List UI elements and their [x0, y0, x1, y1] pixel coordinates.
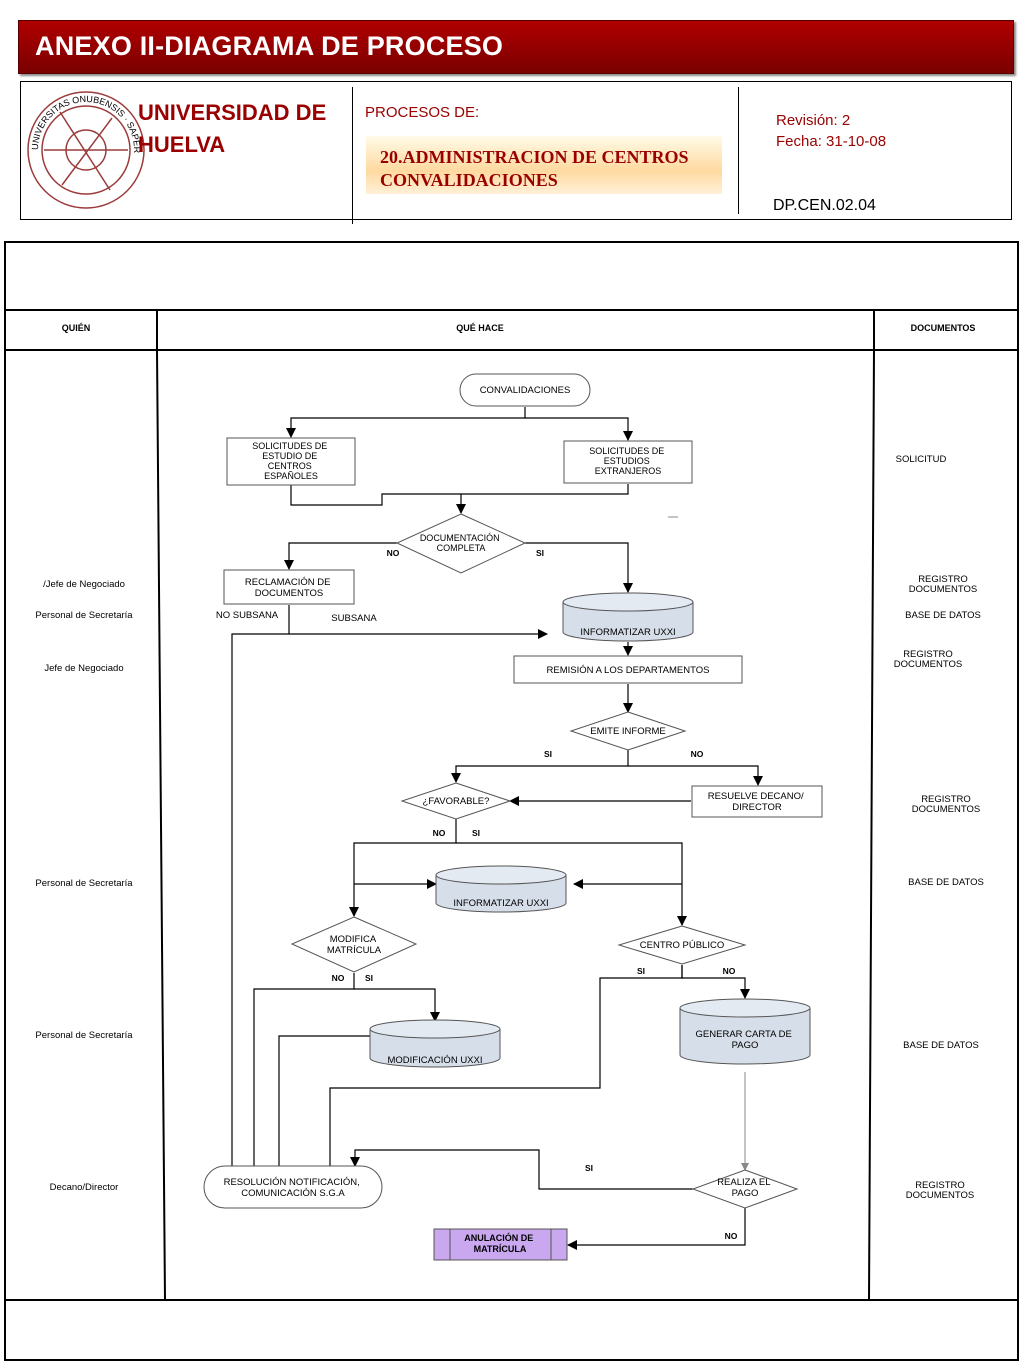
header-divider-1 — [352, 87, 353, 224]
document-entry: REGISTRO — [921, 794, 971, 805]
document-entry: BASE DE DATOS — [908, 877, 984, 888]
document-entry: DOCUMENTOS — [912, 804, 980, 815]
document-entry: BASE DE DATOS — [903, 1040, 979, 1051]
resolution-notification-node: RESOLUCIÓN NOTIFICACIÓN, COMUNICACIÓN S.… — [203, 1165, 383, 1209]
process-title: 20.ADMINISTRACION DE CENTROS CONVALIDACI… — [380, 146, 720, 192]
label-si: SI — [637, 966, 645, 976]
modify-enrollment-decision: MODIFICA MATRÍCULA — [290, 916, 418, 973]
claim-documents-node: RECLAMACIÓN DE DOCUMENTOS — [223, 569, 355, 605]
document-entry: REGISTRO — [918, 574, 968, 585]
database-generar-carta: GENERAR CARTA DE PAGO — [679, 998, 811, 1065]
svg-text:SOLICITUDES DE ESTUDIOS: SOLICITUDES DE ESTUDIOS EXTRANJEROS — [589, 446, 667, 476]
dean-resolves-node: RESUELVE DECANO/ DIRECTOR — [691, 785, 823, 818]
favorable-decision: ¿FAVORABLE? — [400, 782, 512, 820]
svg-text:RESOLUCIÓN NOTIFICACIÓN,: RESOLUCIÓN NOTIFICACIÓN, COMUNICACIÓN S.… — [224, 1177, 363, 1199]
label-no: NO — [433, 828, 446, 838]
process-title-box — [366, 136, 722, 194]
svg-text:GENERAR CARTA DE PAGO: GENERAR CARTA DE PAGO — [696, 1029, 795, 1051]
label-si: SI — [536, 548, 544, 558]
public-center-decision: CENTRO PÚBLICO — [617, 925, 747, 965]
page-title: ANEXO II-DIAGRAMA DE PROCESO — [35, 31, 504, 61]
flow-connectors — [227, 407, 763, 1250]
label-no: NO — [332, 973, 345, 983]
column-who: QUIÉN — [62, 323, 91, 333]
label-no-subsana: NO SUBSANA — [216, 610, 279, 621]
svg-text:REMISIÓN A LOS DEPARTAMENTOS: REMISIÓN A LOS DEPARTAMENTOS — [547, 665, 710, 676]
start-node: CONVALIDACIONES — [459, 373, 591, 407]
svg-text:DOCUMENTACIÓN COMPLETA: DOCUMENTACIÓN COMPLETA — [420, 533, 502, 553]
document-entry: DOCUMENTOS — [894, 659, 962, 670]
title-banner: ANEXO II-DIAGRAMA DE PROCESO — [18, 20, 1014, 74]
document-code: DP.CEN.02.04 — [773, 197, 876, 214]
send-to-departments-node: REMISIÓN A LOS DEPARTAMENTOS — [513, 655, 743, 684]
who-entry: Personal de Secretaría — [35, 878, 133, 889]
who-entry: Jefe de Negociado — [44, 663, 123, 674]
svg-text:INFORMATIZAR UXXI: INFORMATIZAR UXXI — [453, 898, 548, 909]
svg-text:MODIFICA MATRÍCULA: MODIFICA MATRÍCULA — [327, 934, 382, 956]
svg-text:RECLAMACIÓN DE DOCUMENTO: RECLAMACIÓN DE DOCUMENTOS — [245, 577, 333, 599]
spanish-applications-node: SOLICITUDES DE ESTUDIO DE CENTROS ESPAÑO… — [226, 437, 356, 486]
svg-text:ANULACIÓN DE MATRÍCULA: ANULACIÓN DE MATRÍCULA — [464, 1232, 536, 1254]
label-no: NO — [387, 548, 400, 558]
database-informatizar-1: INFORMATIZAR UXXI — [562, 592, 694, 642]
date: Fecha: 31-10-08 — [776, 133, 887, 150]
who-entry: Decano/Director — [50, 1182, 119, 1193]
revision-info: Revisión: 2 Fecha: 31-10-08 — [776, 110, 886, 152]
document-entry: DOCUMENTOS — [909, 584, 977, 595]
label-no: NO — [691, 749, 704, 759]
svg-text:CENTRO PÚBLICO: CENTRO PÚBLICO — [640, 940, 724, 951]
university-name: UNIVERSIDAD DE HUELVA — [138, 100, 327, 157]
column-documents: DOCUMENTOS — [911, 323, 976, 333]
document-entry: SOLICITUD — [896, 454, 947, 465]
svg-text:RESUELVE DECANO/ DIRECTO: RESUELVE DECANO/ DIRECTOR — [708, 791, 807, 813]
svg-text:CONVALIDACIONES: CONVALIDACIONES — [480, 385, 571, 396]
revision: Revisión: 2 — [776, 112, 851, 129]
column-what: QUÉ HACE — [456, 323, 504, 333]
database-modificacion: MODIFICACIÓN UXXI — [369, 1019, 501, 1068]
who-entry: Personal de Secretaría — [35, 610, 133, 621]
who-entry: /Jefe de Negociado — [43, 579, 125, 590]
processes-label: PROCESOS DE: — [365, 104, 480, 121]
foreign-applications-node: SOLICITUDES DE ESTUDIOS EXTRANJEROS — [563, 440, 693, 484]
label-subsana: SUBSANA — [331, 613, 377, 624]
database-informatizar-2: INFORMATIZAR UXXI — [435, 865, 567, 913]
who-entry: Personal de Secretaría — [35, 1030, 133, 1041]
svg-text:MODIFICACIÓN UXXI: MODIFICACIÓN UXXI — [387, 1055, 482, 1066]
document-entry: BASE DE DATOS — [905, 610, 981, 621]
who-column: /Jefe de Negociado Personal de Secretarí… — [35, 579, 133, 1193]
process-line-2: CONVALIDACIONES — [380, 170, 558, 190]
document-entry: REGISTRO — [903, 649, 953, 660]
document-entry: DOCUMENTOS — [906, 1190, 974, 1201]
svg-text:INFORMATIZAR UXXI: INFORMATIZAR UXXI — [580, 627, 675, 638]
process-table — [4, 241, 1019, 1361]
svg-text:¿FAVORABLE?: ¿FAVORABLE? — [423, 796, 490, 807]
svg-text:EMITE INFORME: EMITE INFORME — [590, 726, 665, 737]
label-si: SI — [472, 828, 480, 838]
document-entry: REGISTRO — [915, 1180, 965, 1191]
label-no: NO — [723, 966, 736, 976]
documents-column: SOLICITUD REGISTRO DOCUMENTOS BASE DE DA… — [894, 454, 984, 1201]
header-divider-2 — [738, 87, 739, 214]
makes-payment-decision: REALIZA EL PAGO — [691, 1169, 799, 1209]
document-header — [20, 81, 1012, 220]
label-no: NO — [725, 1231, 738, 1241]
svg-text:REALIZA EL PAGO: REALIZA EL PAGO — [717, 1177, 773, 1199]
svg-text:SOLICITUDES DE ESTUDIO D: SOLICITUDES DE ESTUDIO DE CENTROS ESPAÑO… — [252, 441, 330, 481]
complete-documentation-decision: DOCUMENTACIÓN COMPLETA — [395, 513, 527, 574]
issue-report-decision: EMITE INFORME — [569, 711, 687, 751]
cancel-enrollment-node: ANULACIÓN DE MATRÍCULA — [433, 1228, 568, 1261]
label-si: SI — [544, 749, 552, 759]
label-si: SI — [585, 1163, 593, 1173]
process-line-1: 20.ADMINISTRACION DE CENTROS — [380, 147, 689, 167]
label-si: SI — [365, 973, 373, 983]
